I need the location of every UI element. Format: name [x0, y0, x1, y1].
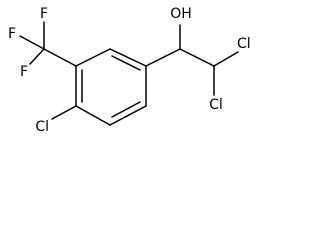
cf3-f-bottom-bond — [29, 48, 45, 65]
ring-double-bond-b — [111, 101, 141, 118]
ring-to-cf3-bond — [43, 48, 77, 67]
chemical-structure-diagram: F F F Cl OH Cl Cl — [8, 6, 251, 135]
ring-to-carbinol-bond — [145, 48, 181, 67]
chlorine-ring-label: Cl — [35, 119, 49, 135]
ring-bond-6 — [75, 48, 111, 67]
ring-bond-4 — [75, 105, 111, 126]
benzene-ring — [75, 48, 147, 126]
chlorine-upper-label: Cl — [237, 36, 251, 52]
ring-bond-1 — [109, 48, 147, 67]
chcl2-to-cl-upper-bond — [213, 51, 239, 67]
cf3-f-left-bond — [19, 35, 45, 50]
ring-double-bond-a — [111, 55, 141, 71]
chlorine-lower-label: Cl — [209, 97, 223, 113]
fluorine-bottom-label: F — [20, 64, 28, 80]
ring-to-cl-bond — [51, 105, 77, 120]
carbinol-to-chcl2-bond — [179, 48, 215, 67]
fluorine-top-label: F — [40, 6, 48, 22]
trifluoromethyl-group: F F F — [8, 6, 77, 80]
side-chain: OH Cl Cl — [145, 6, 251, 113]
hydroxyl-label: OH — [170, 6, 192, 22]
fluorine-left-label: F — [8, 26, 16, 42]
ring-chlorine: Cl — [35, 105, 77, 135]
ring-bond-3 — [109, 105, 147, 126]
